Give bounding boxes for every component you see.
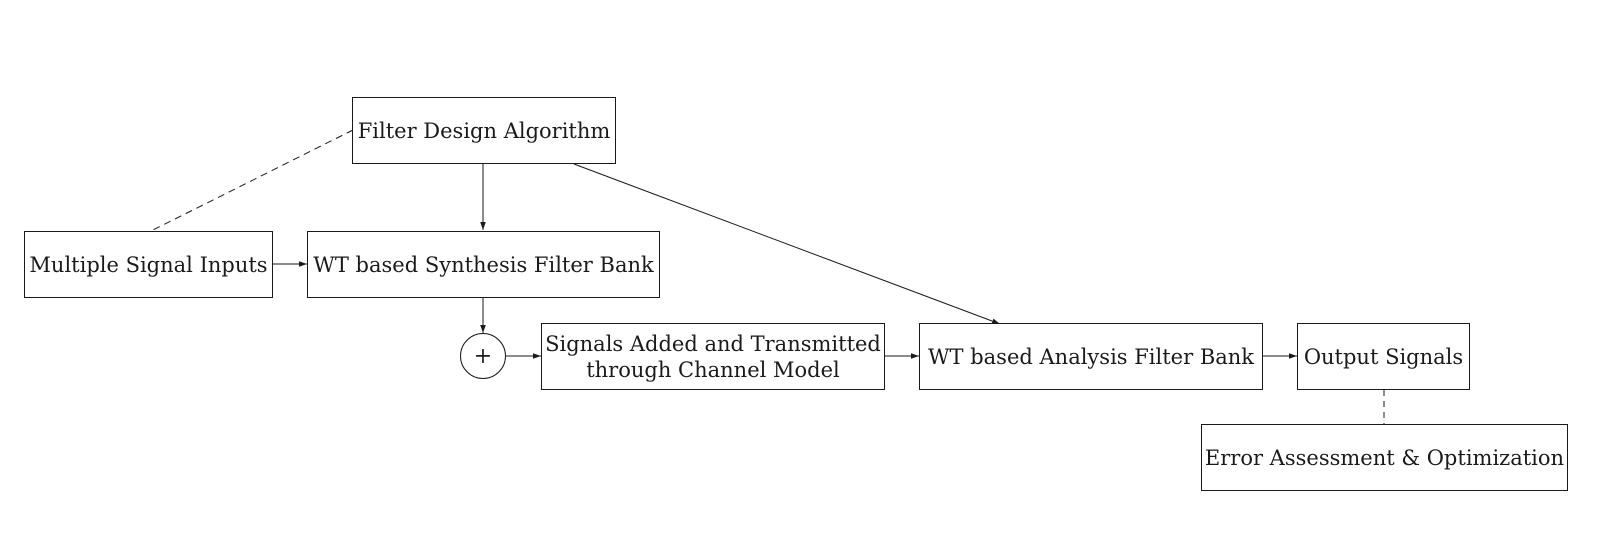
analysis-filter-bank-node: WT based Analysis Filter Bank	[919, 323, 1263, 390]
channel-model-label-line2: through Channel Model	[586, 357, 840, 382]
channel-model-node: Signals Added and Transmitted through Ch…	[541, 323, 885, 390]
multiple-signal-inputs-node: Multiple Signal Inputs	[24, 231, 273, 298]
synthesis-filter-bank-label: WT based Synthesis Filter Bank	[313, 252, 654, 277]
analysis-filter-bank-label: WT based Analysis Filter Bank	[927, 344, 1255, 369]
edge-filter-design-to-inputs-dashed	[152, 129, 354, 231]
output-signals-node: Output Signals	[1297, 323, 1470, 390]
synthesis-filter-bank-node: WT based Synthesis Filter Bank	[307, 231, 660, 298]
multiple-signal-inputs-label: Multiple Signal Inputs	[29, 252, 268, 277]
error-assessment-label: Error Assessment & Optimization	[1204, 445, 1565, 470]
filter-design-algorithm-node: Filter Design Algorithm	[352, 97, 616, 164]
output-signals-label: Output Signals	[1303, 344, 1464, 369]
summing-junction-symbol: +	[473, 343, 493, 369]
channel-model-text: Signals Added and Transmitted through Ch…	[545, 331, 881, 383]
channel-model-label-line1: Signals Added and Transmitted	[545, 331, 881, 356]
error-assessment-node: Error Assessment & Optimization	[1201, 424, 1568, 491]
summing-junction: +	[460, 333, 506, 379]
filter-design-algorithm-label: Filter Design Algorithm	[357, 118, 611, 143]
edge-filter-design-to-analysis	[573, 163, 1001, 325]
